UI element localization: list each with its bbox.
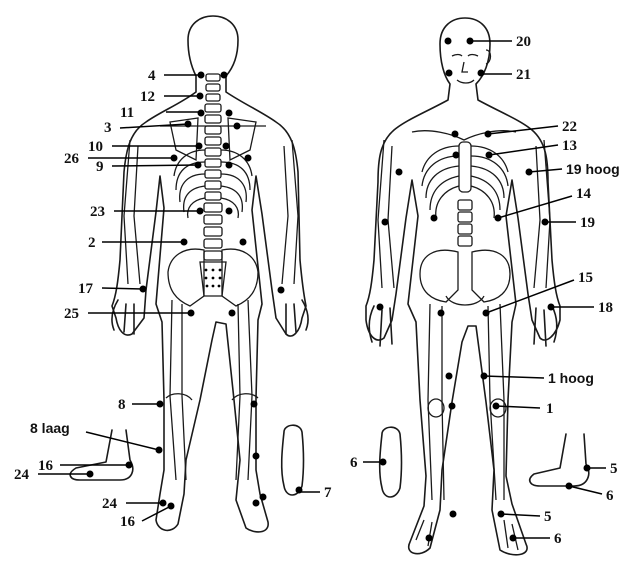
label-22: 22 [562,119,577,135]
label-6: 6 [554,531,562,547]
front-figure [365,17,561,556]
point-19 [381,218,389,226]
point-21 [445,69,453,77]
point-1-hoog [445,372,453,380]
front-ear [485,49,492,65]
back-right-hand [285,299,309,335]
front-right-hand [533,305,558,347]
point-2b [239,238,247,246]
foot-side-left [69,429,134,481]
foot-sole-right [378,426,403,498]
label-10: 10 [88,139,103,155]
point-11 [197,109,205,117]
right-scapula [227,117,257,162]
point-8b [250,400,258,408]
front-eyebrows [451,53,479,57]
point-24b [252,499,260,507]
label-8: 8 [118,397,126,413]
label-5: 5 [544,509,552,525]
point-18 [376,303,384,311]
point-9b [225,161,233,169]
point-23b [225,207,233,215]
point-15 [437,309,445,317]
label-14: 14 [576,186,592,202]
point-10b [222,142,230,150]
left-scapula [169,117,199,162]
label-11: 11 [120,105,134,121]
point-11b [225,109,233,117]
label-26: 26 [64,151,80,167]
label-23: 23 [90,204,105,220]
label-21: 21 [516,67,531,83]
foot-sole-left [280,424,305,496]
point-20 [444,37,452,45]
back-spine [203,73,223,261]
point-14 [430,214,438,222]
front-nose [461,61,468,73]
label-25: 25 [64,306,79,322]
label-9: 9 [96,159,104,175]
front-collarbone [411,130,517,141]
back-pelvis [167,248,259,307]
point-17b [277,286,285,294]
back-ribcage [173,149,253,219]
label-16: 16 [120,514,136,530]
label-4: 4 [148,68,156,84]
front-ribcage [421,145,509,219]
label-6-side: 6 [606,488,614,504]
label-5-side: 5 [610,461,618,477]
point-3b [233,122,241,130]
front-mouth [456,79,475,84]
label-20: 20 [516,34,531,50]
point-5 [449,510,457,518]
foot-side-right [528,433,590,487]
point-labels: 4 12 11 3 10 26 9 23 2 17 25 8 8 laag 16… [14,34,620,547]
label-19: 19 [580,215,595,231]
label-16-foot: 16 [38,458,54,474]
label-15: 15 [578,270,593,286]
label-1: 1 [546,401,554,417]
point-25b [228,309,236,317]
label-2: 2 [88,235,96,251]
leader-lines [38,40,606,539]
point-8-laag-b [252,452,260,460]
point-6b [425,534,433,542]
front-sternum [458,141,472,193]
back-figure [111,15,309,533]
point-4b [220,71,228,79]
point-1 [448,402,456,410]
point-19-hoog [395,168,403,176]
point-13 [452,151,460,159]
label-13: 13 [562,138,577,154]
label-19-hoog: 19 hoog [566,161,620,177]
label-3: 3 [104,120,112,136]
label-18: 18 [598,300,613,316]
label-7: 7 [324,485,332,501]
label-24: 24 [102,496,118,512]
front-left-hand [368,305,393,347]
label-24-foot: 24 [14,467,30,483]
point-26b [244,154,252,162]
point-21b [477,69,485,77]
point-22 [451,130,459,138]
label-8-laag: 8 laag [30,420,70,436]
point-16b [259,493,267,501]
label-17: 17 [78,281,94,297]
label-6-sole: 6 [350,455,358,471]
back-left-hand [111,299,135,335]
front-pelvis [419,249,511,306]
label-1-hoog: 1 hoog [548,370,594,386]
label-12: 12 [140,89,155,105]
